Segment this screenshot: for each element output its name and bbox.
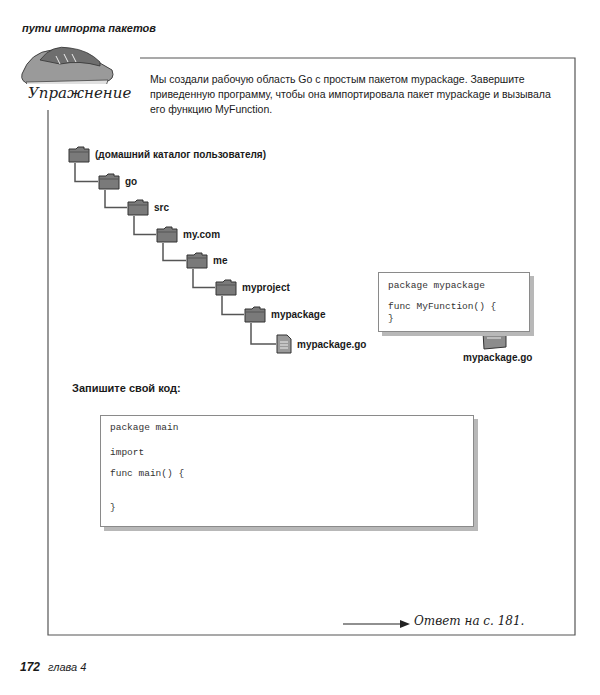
code-line: } <box>388 313 394 324</box>
code-line: } <box>110 502 116 513</box>
tree-connector <box>222 296 244 315</box>
folder-icon <box>215 279 237 296</box>
folder-label: me <box>213 255 227 266</box>
folder-node: (домашний каталог пользователя) <box>68 146 266 163</box>
folder-node: src <box>127 199 169 216</box>
folder-icon <box>156 226 178 243</box>
folder-label: myproject <box>242 282 290 293</box>
tree-connector <box>105 190 127 208</box>
chapter-label: глава 4 <box>48 661 86 673</box>
running-header: пути импорта пакетов <box>22 22 156 34</box>
folder-icon <box>98 173 120 190</box>
folder-icon <box>68 146 90 163</box>
folder-label: go <box>125 176 137 187</box>
tree-connector <box>251 323 276 344</box>
folder-label: mypackage.go <box>297 339 366 350</box>
tree-connector <box>193 269 215 288</box>
tree-connector <box>163 243 186 261</box>
code-line: package main <box>110 422 178 433</box>
instruction: Запишите свой код: <box>72 382 181 394</box>
code-box: package main import func main() {} <box>100 415 474 527</box>
intro-text: Мы создали рабочую область Go с простым … <box>150 72 555 117</box>
page-number: 172 <box>20 660 40 674</box>
answer-ref: Ответ на с. 181. <box>414 614 524 628</box>
tree-connector <box>134 216 156 235</box>
code-line: func MyFunction() { <box>388 301 496 312</box>
folder-icon <box>244 306 266 323</box>
folder-node: go <box>98 173 137 190</box>
folder-icon <box>186 252 208 269</box>
folder-label: (домашний каталог пользователя) <box>95 149 266 160</box>
folder-node: mypackage <box>244 306 325 323</box>
exercise-frame <box>48 58 575 635</box>
code-line: package mypackage <box>388 280 485 291</box>
answer-arrow <box>343 620 410 628</box>
folder-node: my.com <box>156 226 220 243</box>
file-node: mypackage.go <box>276 334 366 354</box>
tree-connector <box>75 163 98 182</box>
folder-label: src <box>154 202 169 213</box>
sneakers-icon <box>22 47 113 88</box>
folder-icon <box>127 199 149 216</box>
exercise-title: Упражнение <box>26 84 133 102</box>
code-box: package mypackage func MyFunction() {} <box>378 272 530 332</box>
code-line: func main() { <box>110 468 184 479</box>
folder-node: myproject <box>215 279 290 296</box>
folder-node: me <box>186 252 227 269</box>
code-line: import <box>110 447 144 458</box>
folder-label: mypackage <box>271 309 325 320</box>
file-caption: mypackage.go <box>463 352 532 363</box>
file-icon <box>276 334 292 354</box>
folder-label: my.com <box>183 229 220 240</box>
